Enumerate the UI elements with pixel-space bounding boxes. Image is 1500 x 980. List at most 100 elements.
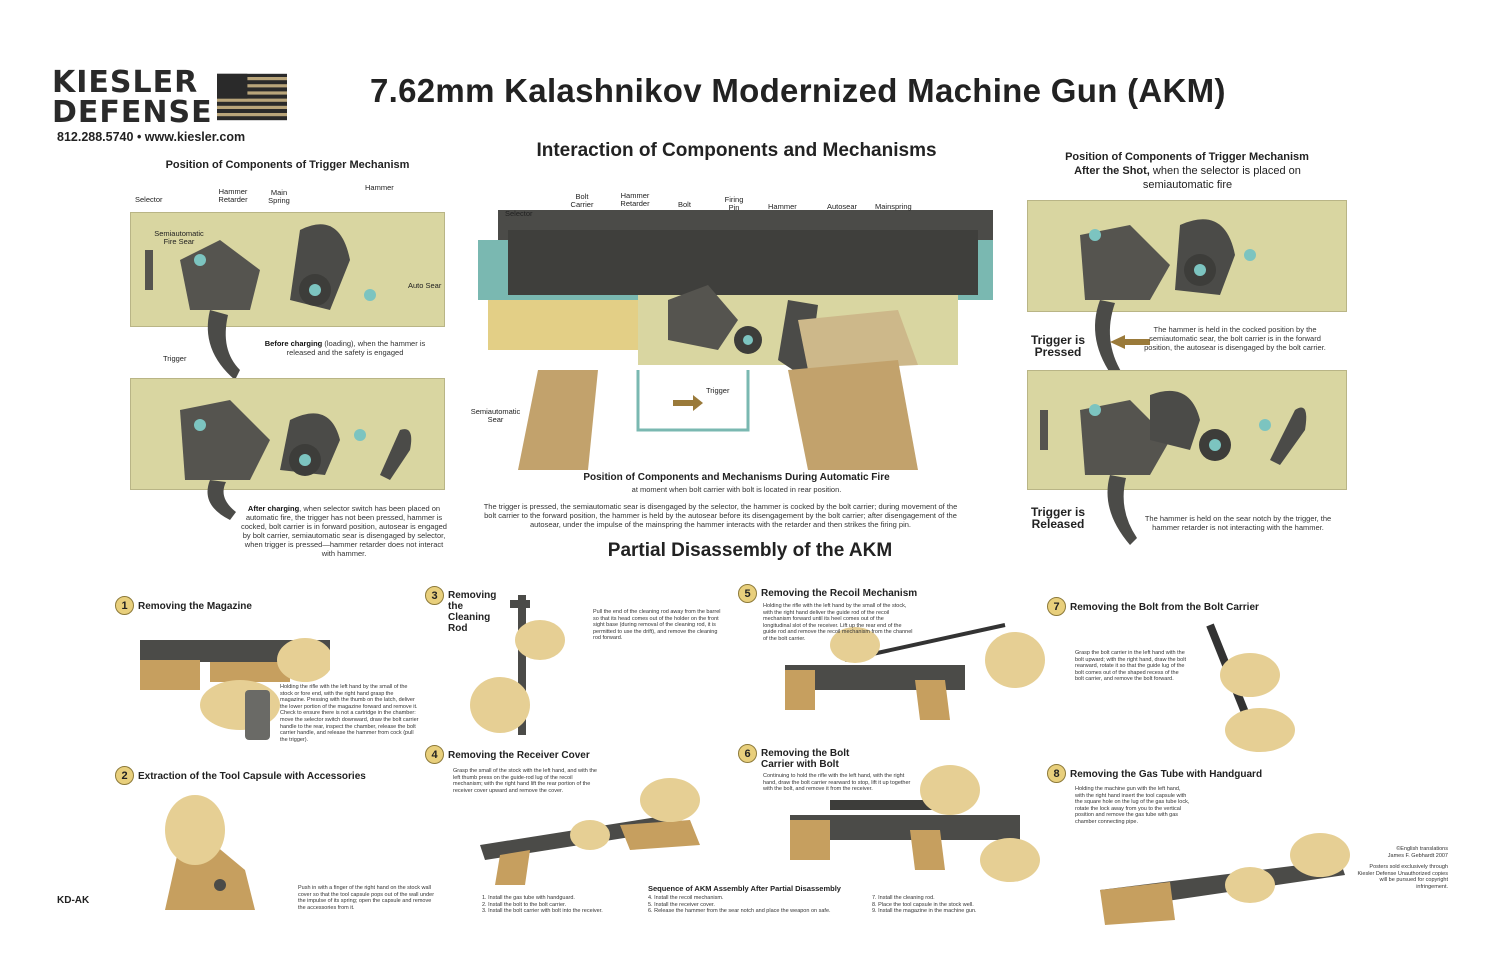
center-label-semi-sear: Semiautomatic Sear: [470, 407, 521, 424]
right-heading-line1: Position of Components of Trigger Mechan…: [1065, 151, 1309, 163]
step-number: 8: [1047, 764, 1066, 783]
assembly-item: 1. Install the gas tube with handguard.: [482, 895, 575, 901]
assembly-item: 6. Release the hammer from the sear notc…: [648, 908, 831, 915]
step-6-text: Continuing to hold the rifle with the le…: [763, 773, 911, 793]
trigger-mechanism-drawing-1: [145, 224, 376, 380]
copyright-notice: Posters sold exclusively through Kiesler…: [1357, 864, 1449, 890]
logo-line2: DEFENSE: [52, 95, 213, 130]
trigger-pressed-label: Trigger is Pressed: [1030, 333, 1086, 359]
center-label-hammer: Hammer: [768, 202, 797, 211]
assembly-item: 4. Install the recoil mechanism.: [648, 895, 724, 901]
step-1: 1 Removing the Magazine: [115, 596, 252, 615]
page-title: 7.62mm Kalashnikov Modernized Machine Gu…: [370, 72, 1226, 109]
assembly-item: 2. Install the bolt to the bolt carrier.: [482, 901, 567, 908]
center-caption-body: The trigger is pressed, the semiautomati…: [483, 502, 958, 529]
trigger-mechanism-drawing-3: [1080, 219, 1256, 380]
step4-illustration: [480, 778, 700, 885]
step6-illustration: [790, 765, 1040, 882]
step-5: 5 Removing the Recoil Mechanism: [738, 584, 917, 603]
step-title: Removing the Receiver Cover: [448, 750, 590, 761]
step-number: 1: [115, 596, 134, 615]
after-charging-caption: After charging, when selector switch has…: [238, 504, 450, 558]
trigger-released-text: The hammer is held on the sear notch by …: [1144, 514, 1332, 532]
step-1-text: Holding the rifle with the left hand by …: [280, 684, 419, 743]
center-label-trigger: Trigger: [706, 386, 730, 395]
step-title: Removing the Bolt Carrier with Bolt: [761, 748, 850, 770]
step-3-text: Pull the end of the cleaning rod away fr…: [593, 609, 721, 642]
trigger-mechanism-drawing-4: [1040, 390, 1307, 545]
logo-line1: KIESLER: [52, 65, 199, 100]
heading-text: when the selector is placed on semiautom…: [1142, 165, 1301, 191]
akm-cutaway-diagram: [478, 210, 993, 470]
step7-illustration: [1206, 623, 1295, 752]
assembly-col-3: 7. Install the cleaning rod. 8. Place th…: [872, 895, 1002, 915]
trigger-pressed-text: The hammer is held in the cocked positio…: [1144, 325, 1326, 352]
assembly-item: 9. Install the magazine in the machine g…: [872, 908, 977, 915]
center-label-firing-pin: Firing Pin: [724, 195, 744, 212]
step-title: Removing the Cleaning Rod: [448, 590, 497, 634]
heading-bold: After the Shot,: [1074, 165, 1150, 177]
center-caption-title: Position of Components and Mechanisms Du…: [583, 472, 890, 483]
step-number: 2: [115, 766, 134, 785]
label-semi-sear: Semiautomatic Fire Sear: [154, 229, 204, 246]
label-hammer: Hammer: [365, 183, 394, 192]
assembly-item: 3. Install the bolt carrier with bolt in…: [482, 908, 603, 915]
step1-illustration: [140, 638, 330, 740]
step-8-text: Holding the machine gun with the left ha…: [1075, 786, 1190, 825]
step-4-text: Grasp the small of the stock with the le…: [453, 768, 597, 794]
label-main-spring: Main Spring: [268, 188, 290, 205]
center-caption-sub: at moment when bolt carrier with bolt is…: [631, 485, 842, 494]
step-5-text: Holding the rifle with the left hand by …: [763, 603, 913, 642]
step-number: 5: [738, 584, 757, 603]
right-heading-line2: After the Shot, when the selector is pla…: [1045, 164, 1330, 192]
step-title: Removing the Magazine: [138, 601, 252, 612]
step-7: 7 Removing the Bolt from the Bolt Carrier: [1047, 597, 1259, 616]
assembly-heading: Sequence of AKM Assembly After Partial D…: [648, 884, 841, 893]
copyright-line2: James F. Gebhardt 2007: [1387, 852, 1448, 859]
step-title: Removing the Bolt from the Bolt Carrier: [1070, 602, 1259, 613]
step-title: Removing the Recoil Mechanism: [761, 588, 918, 599]
step8-illustration: [1100, 833, 1350, 925]
step-7-text: Grasp the bolt carrier in the left hand …: [1075, 650, 1186, 683]
center-label-bolt-carrier: Bolt Carrier: [570, 192, 594, 209]
disassembly-heading: Partial Disassembly of the AKM: [607, 540, 893, 561]
poster-code: KD-AK: [57, 895, 90, 906]
label-trigger: Trigger: [163, 354, 187, 363]
trigger-released-label: Trigger is Released: [1030, 505, 1086, 531]
step-8: 8 Removing the Gas Tube with Handguard: [1047, 764, 1262, 783]
center-label-mainspring: Mainspring: [875, 202, 912, 211]
copyright-line1: ©English translations: [1396, 846, 1448, 852]
step-title: Extraction of the Tool Capsule with Acce…: [138, 771, 366, 782]
step-number: 6: [738, 744, 757, 763]
assembly-item: 7. Install the cleaning rod.: [872, 895, 935, 901]
caption-bold: Before charging: [264, 339, 323, 348]
left-heading: Position of Components of Trigger Mechan…: [165, 159, 410, 171]
assembly-item: 5. Install the receiver cover.: [648, 901, 715, 908]
step-2-text: Push in with a finger of the right hand …: [298, 885, 435, 911]
center-label-bolt: Bolt: [678, 200, 691, 209]
caption-bold: After charging: [247, 504, 300, 513]
step3-illustration: [470, 595, 565, 735]
trigger-diagram-pressed: [1027, 200, 1347, 312]
assembly-col-1: 1. Install the gas tube with handguard. …: [482, 895, 632, 915]
step-title: Removing the Gas Tube with Handguard: [1070, 769, 1263, 780]
step-number: 7: [1047, 597, 1066, 616]
step-4: 4 Removing the Receiver Cover: [425, 745, 590, 764]
assembly-col-2: 4. Install the recoil mechanism. 5. Inst…: [648, 895, 858, 915]
center-label-selector: Selector: [505, 209, 533, 218]
step-2: 2 Extraction of the Tool Capsule with Acc…: [115, 766, 366, 785]
label-auto-sear: Auto Sear: [408, 281, 442, 290]
before-charging-caption: Before charging (loading), when the hamm…: [255, 339, 435, 357]
assembly-item: 8. Place the tool capsule in the stock w…: [872, 901, 974, 908]
step2-illustration: [165, 795, 255, 910]
step-number: 3: [425, 586, 444, 605]
flag-icon: [216, 73, 287, 121]
logo: KIESLER DEFENSE 812.288.5740 • www.kiesl…: [52, 68, 287, 144]
step5-illustration: [785, 623, 1045, 720]
caption-text: , when selector switch has been placed o…: [241, 504, 447, 558]
copyright: ©English translations James F. Gebhardt …: [1355, 846, 1449, 891]
center-label-hammer-retarder: Hammer Retarder: [620, 191, 650, 208]
trigger-mechanism-drawing-2: [180, 400, 412, 520]
step-number: 4: [425, 745, 444, 764]
label-hammer-retarder: Hammer Retarder: [218, 187, 248, 204]
